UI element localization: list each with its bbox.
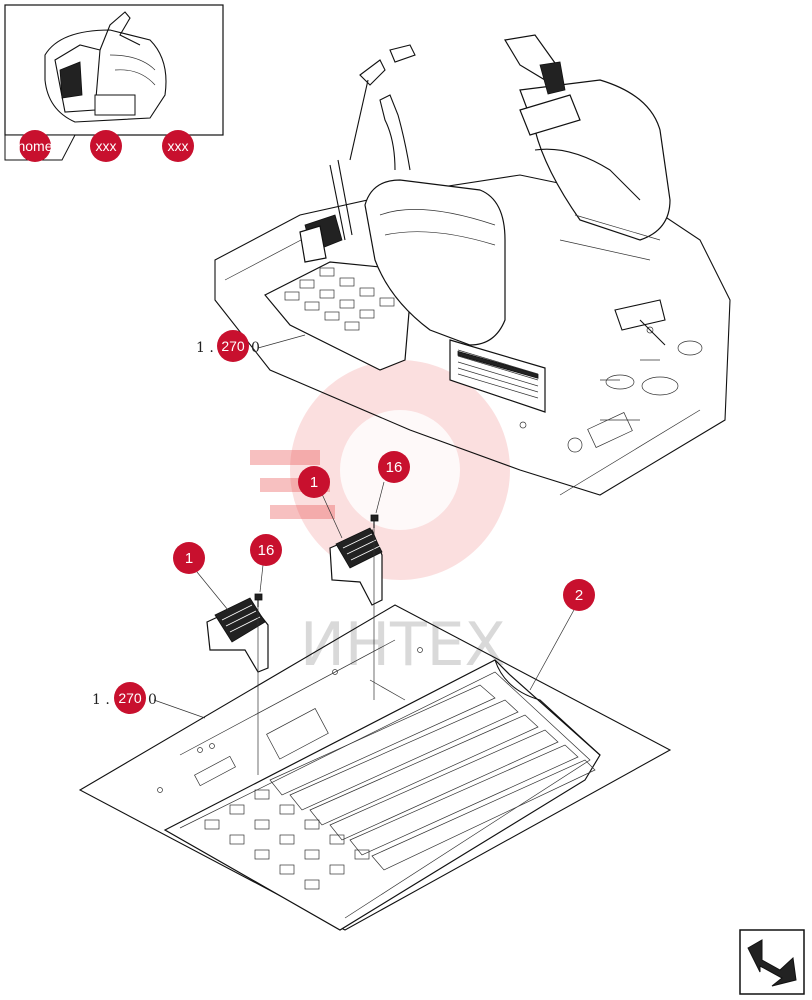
lower-floor-assembly [78,481,672,931]
upper-ref-prefix: 1 . . [196,340,223,356]
callout-left-bolt-label: 16 [258,542,275,559]
upper-ref-suffix: 0 [251,340,260,356]
callout-floor-mat-label: 2 [575,587,583,604]
callout-left-pedal-cover-label: 1 [185,550,193,567]
callout-left-bolt[interactable]: 16 [250,534,282,566]
callout-right-bolt-label: 16 [386,459,403,476]
callout-left-pedal-cover[interactable]: 1 [173,542,205,574]
lower-ref-suffix: 0 [148,692,157,708]
lower-ref-code: 270 [118,690,142,706]
home-button[interactable]: home [17,130,53,162]
watermark-text: ИНТЕХ [300,610,506,680]
bolt-left [254,593,263,775]
watermark: ИНТЕХ [250,360,510,680]
breadcrumb-link-1[interactable]: xxx [90,130,122,162]
upper-reference-link[interactable]: 1 . . 270 0 [196,330,306,362]
breadcrumb-label-1: xxx [96,138,117,154]
thumbnail-machine-icon [44,11,167,123]
lower-reference-link[interactable]: 1 . . 270 0 [92,682,206,719]
callout-right-pedal-cover-label: 1 [310,474,318,491]
upper-ref-code: 270 [221,338,245,354]
return-arrow-icon [747,939,797,987]
callout-right-bolt[interactable]: 16 [378,451,410,483]
return-arrow-button[interactable] [739,929,805,995]
breadcrumb-link-2[interactable]: xxx [162,130,194,162]
breadcrumb-label-2: xxx [168,138,189,154]
lower-ref-prefix: 1 . . [92,692,119,708]
callout-right-pedal-cover[interactable]: 1 [298,466,330,498]
upper-cab-assembly [214,34,731,496]
bolt-right [370,514,379,700]
callout-floor-mat[interactable]: 2 [563,579,595,611]
thumbnail-panel [4,4,224,161]
home-label: home [17,138,52,154]
